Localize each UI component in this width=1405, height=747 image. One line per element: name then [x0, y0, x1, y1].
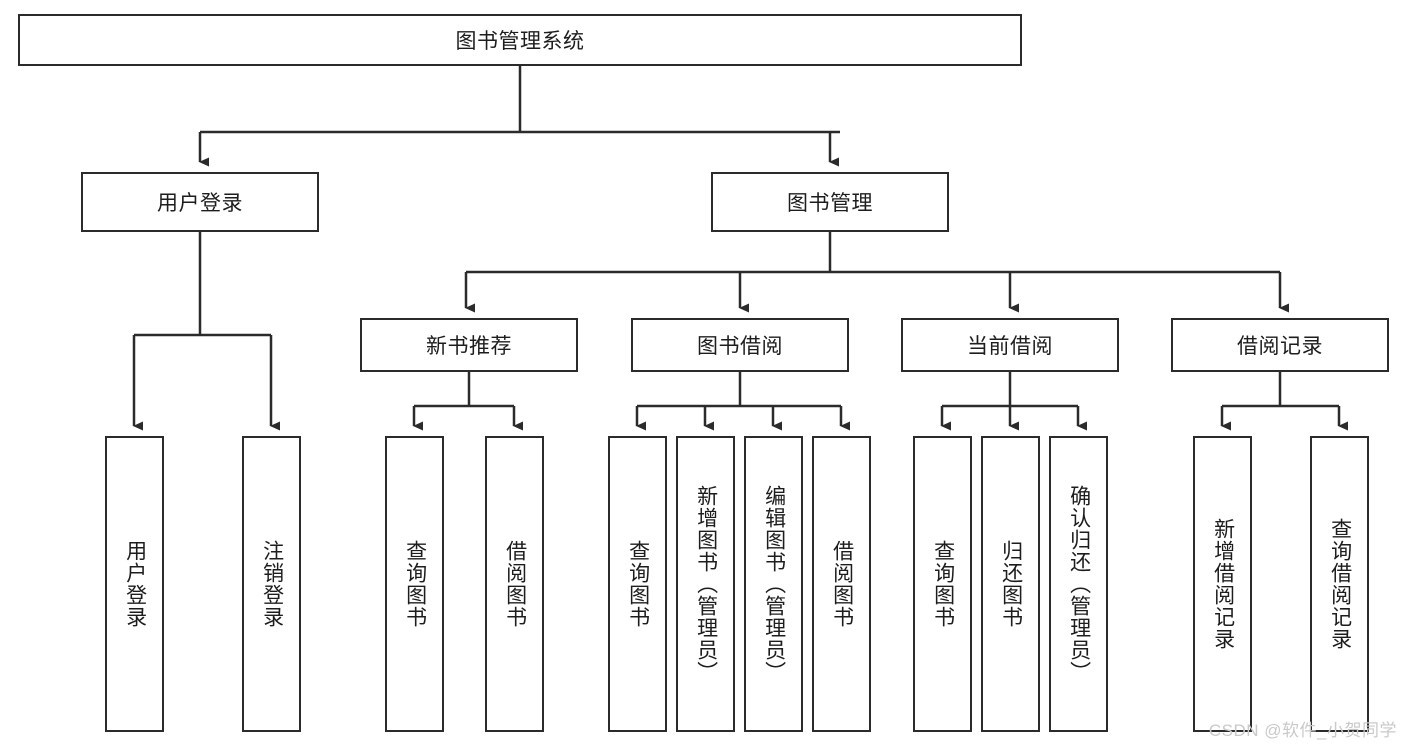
- connector-group-new-books: [412, 372, 523, 431]
- connector-group-borrow: [635, 372, 850, 431]
- leaf-node[interactable]: 借阅图书: [812, 436, 871, 732]
- node-book-management[interactable]: 图书管理: [711, 172, 949, 232]
- leaf-node[interactable]: 查询图书: [385, 436, 444, 732]
- leaf-node[interactable]: 注销登录: [242, 436, 301, 732]
- leaf-node[interactable]: 查询图书: [608, 436, 667, 732]
- leaf-node[interactable]: 确认归还（管理员）: [1049, 436, 1108, 732]
- connector-group-user-login: [132, 232, 280, 431]
- leaf-node[interactable]: 归还图书: [981, 436, 1040, 732]
- connector-group-book-mgmt: [464, 232, 1289, 313]
- node-book-borrow[interactable]: 图书借阅: [631, 318, 849, 372]
- connector-group-current-borrow: [940, 372, 1087, 431]
- node-user-login[interactable]: 用户登录: [81, 172, 319, 232]
- connector-group-records: [1220, 372, 1348, 431]
- node-borrow-record[interactable]: 借阅记录: [1171, 318, 1389, 372]
- leaf-node[interactable]: 新增借阅记录: [1193, 436, 1252, 732]
- node-new-book-recommend[interactable]: 新书推荐: [360, 318, 578, 372]
- node-root[interactable]: 图书管理系统: [18, 14, 1022, 66]
- csdn-watermark: CSDN @软件_小贺同学: [1208, 721, 1397, 740]
- node-current-borrow[interactable]: 当前借阅: [901, 318, 1119, 372]
- leaf-node[interactable]: 借阅图书: [485, 436, 544, 732]
- leaf-node[interactable]: 用户登录: [105, 436, 164, 732]
- leaf-node[interactable]: 编辑图书（管理员）: [744, 436, 803, 732]
- leaf-node[interactable]: 查询借阅记录: [1310, 436, 1369, 732]
- connector-group-root: [198, 66, 840, 167]
- leaf-node[interactable]: 查询图书: [913, 436, 972, 732]
- leaf-node[interactable]: 新增图书（管理员）: [676, 436, 735, 732]
